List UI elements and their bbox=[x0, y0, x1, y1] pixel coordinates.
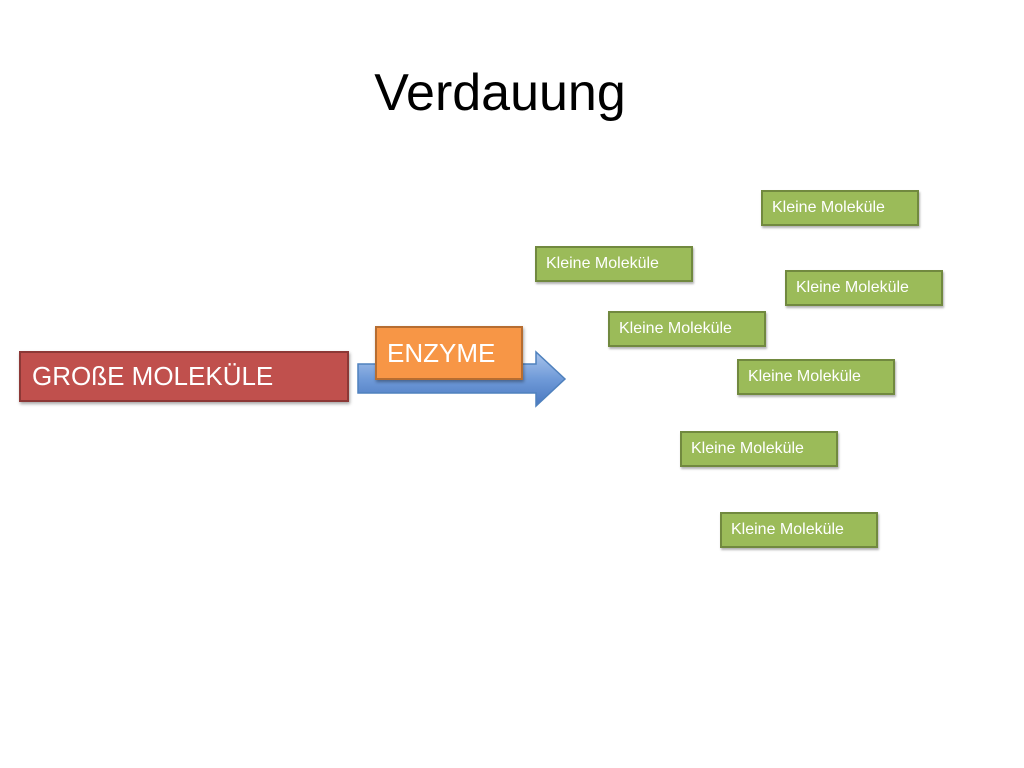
small-molecule-box: Kleine Moleküle bbox=[680, 431, 838, 467]
slide-title: Verdauung bbox=[374, 64, 626, 122]
small-molecule-box: Kleine Moleküle bbox=[737, 359, 895, 395]
small-molecule-box: Kleine Moleküle bbox=[720, 512, 878, 548]
small-molecule-box: Kleine Moleküle bbox=[785, 270, 943, 306]
small-molecule-box: Kleine Moleküle bbox=[761, 190, 919, 226]
small-molecule-box: Kleine Moleküle bbox=[535, 246, 693, 282]
large-molecules-box: GROßE MOLEKÜLE bbox=[19, 351, 349, 402]
enzyme-box: ENZYME bbox=[375, 326, 523, 380]
small-molecule-box: Kleine Moleküle bbox=[608, 311, 766, 347]
